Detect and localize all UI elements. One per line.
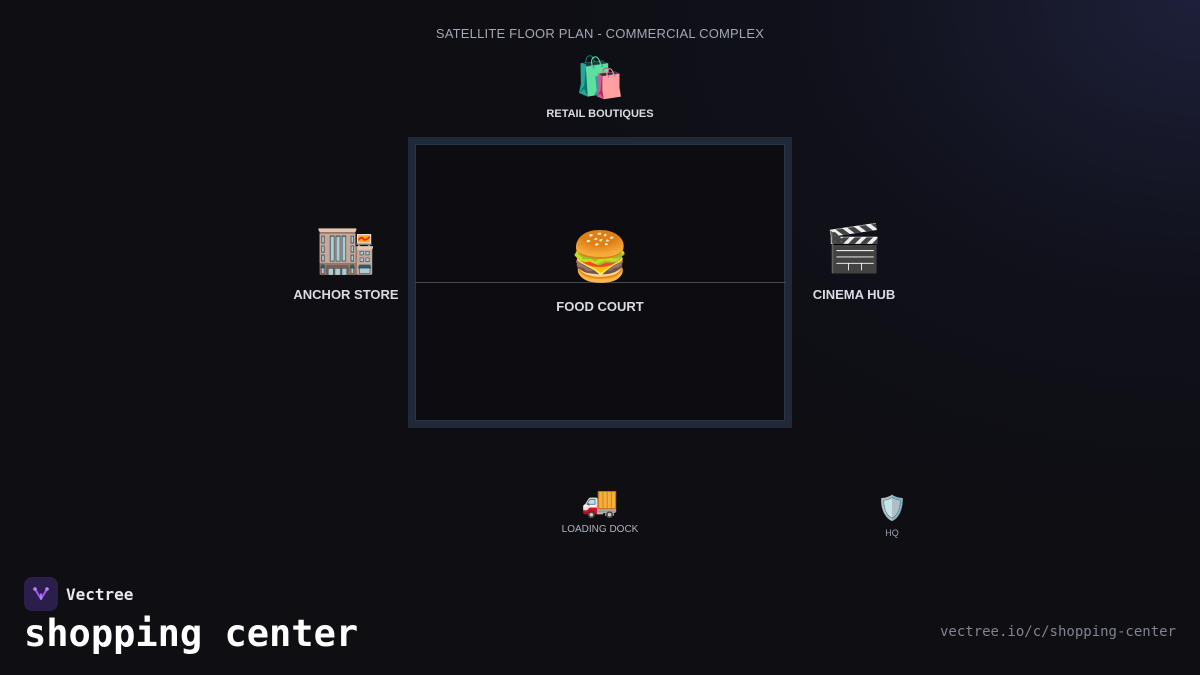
node-cinema-hub: 🎬 CINEMA HUB <box>813 225 896 302</box>
burger-icon: 🍔 <box>570 229 630 285</box>
node-anchor-store: 🏬 ANCHOR STORE <box>293 225 398 302</box>
diagram-title: SATELLITE FLOOR PLAN - COMMERCIAL COMPLE… <box>435 26 765 41</box>
page-title: shopping center <box>24 612 359 655</box>
node-label: RETAIL BOUTIQUES <box>546 108 654 120</box>
vectree-logo-icon <box>24 577 58 611</box>
node-loading-dock: 🚚 LOADING DOCK <box>561 485 639 536</box>
clapper-board-icon: 🎬 <box>825 221 883 275</box>
delivery-truck-icon: 🚚 <box>581 485 619 520</box>
node-retail-boutiques: 🛍️ RETAIL BOUTIQUES <box>546 58 653 120</box>
node-label: FOOD COURT <box>556 299 644 314</box>
node-hq: 🛡️ HQ <box>877 496 907 538</box>
department-store-icon: 🏬 <box>316 221 376 277</box>
node-label: LOADING DOCK <box>561 524 639 535</box>
shield-icon: 🛡️ <box>877 494 907 522</box>
vectree-logo-mark <box>33 587 49 600</box>
brand: Vectree <box>24 577 133 611</box>
node-label: HQ <box>885 528 899 538</box>
shopping-bags-icon: 🛍️ <box>575 55 625 101</box>
brand-name: Vectree <box>66 584 134 604</box>
node-label: ANCHOR STORE <box>293 287 399 302</box>
node-label: CINEMA HUB <box>812 287 896 302</box>
source-url[interactable]: vectree.io/c/shopping-center <box>939 624 1176 640</box>
node-food-court: 🍔 FOOD COURT <box>556 233 643 314</box>
food-court-divider <box>415 282 786 283</box>
